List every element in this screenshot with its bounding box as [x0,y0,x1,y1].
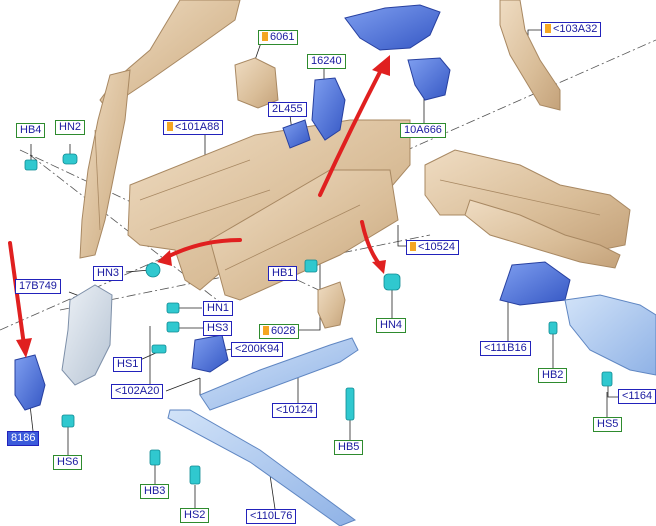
bracket-8186 [14,354,46,411]
fastener-hs1 [151,344,167,354]
fastener-hn4 [383,273,401,291]
callout-hs6: HS6 [53,455,83,470]
bracket-6061 [234,57,279,109]
lower-beam-10124 [199,337,359,411]
callout-10a666: 10A666 [400,123,446,138]
rear-panel-1164 [564,294,656,376]
arrow-up-right [318,66,384,197]
fasteners [24,153,613,485]
bracket-200k94 [191,334,229,373]
rear-crossmember [424,149,631,251]
bracket-17b749 [61,284,113,386]
arrow-left-curve [163,238,242,260]
callout-103a32: <103A32 [541,22,602,37]
callout-1164: <1164 [618,389,656,404]
callout-hn4: HN4 [376,318,407,333]
callout-2l455: 2L455 [268,102,307,117]
callout-17b749: 17B749 [15,279,61,294]
callout-hs1: HS1 [113,357,143,372]
fastener-hb5 [345,387,355,421]
callout-hs5: HS5 [593,417,623,432]
arrow-down-left [8,241,26,347]
callout-hn3: HN3 [93,266,124,281]
orange-flag-icon [545,24,551,33]
callout-hs2: HS2 [180,508,210,523]
fastener-hb3 [149,449,161,466]
callout-hb2: HB2 [538,368,568,383]
fastener-hn2 [62,153,78,165]
callout-hs3: HS3 [203,321,233,336]
callout-6061: 6061 [258,30,299,45]
bracket-16240 [311,77,346,141]
red-arrows [8,66,384,347]
callout-101a88: <101A88 [163,120,224,135]
red-arrowheads [16,55,390,358]
bracket-10a666 [407,57,451,101]
bracket-111b16 [499,261,571,306]
orange-flag-icon [263,326,269,335]
fastener-hb1 [304,259,318,273]
fastener-hb4 [24,159,38,171]
fastener-hn1 [166,302,180,314]
callout-102a20: <102A20 [111,384,164,399]
callout-200k94: <200K94 [231,342,284,357]
callout-6028: 6028 [259,324,300,339]
front-rail-extension [209,169,399,301]
fastener-hb2 [548,321,558,335]
callout-110l76: <110L76 [246,509,297,524]
callout-hn2: HN2 [55,120,86,135]
callout-10524: <10524 [406,240,460,255]
callout-10124: <10124 [272,403,318,418]
fastener-hs5 [601,371,613,387]
fastener-hn3 [145,262,161,278]
blue-parts [14,4,571,411]
a-pillar-rail [79,69,131,259]
fastener-hs2 [189,465,201,485]
callout-hb1: HB1 [268,266,298,281]
callout-hb5: HB5 [334,440,364,455]
callout-hb4: HB4 [16,123,46,138]
upper-right-rail [499,0,561,111]
fastener-hs6 [61,414,75,428]
tie-bar-110l76 [167,409,357,526]
orange-flag-icon [167,122,173,131]
light-parts [61,284,656,526]
callout-111b16: <111B16 [480,341,531,356]
fastener-hs3 [166,321,180,333]
upper-bracket-part [344,4,441,51]
callout-8186: 8186 [7,431,40,446]
orange-flag-icon [262,32,268,41]
bracket-6028 [317,281,346,329]
callout-hb3: HB3 [140,484,170,499]
bracket-2l455 [282,119,311,149]
orange-flag-icon [410,242,416,251]
tan-part-details [94,129,601,271]
callout-16240: 16240 [307,54,346,69]
callout-hn1: HN1 [203,301,234,316]
tan-steel-parts [79,0,631,329]
rear-rail-arm [464,199,621,269]
